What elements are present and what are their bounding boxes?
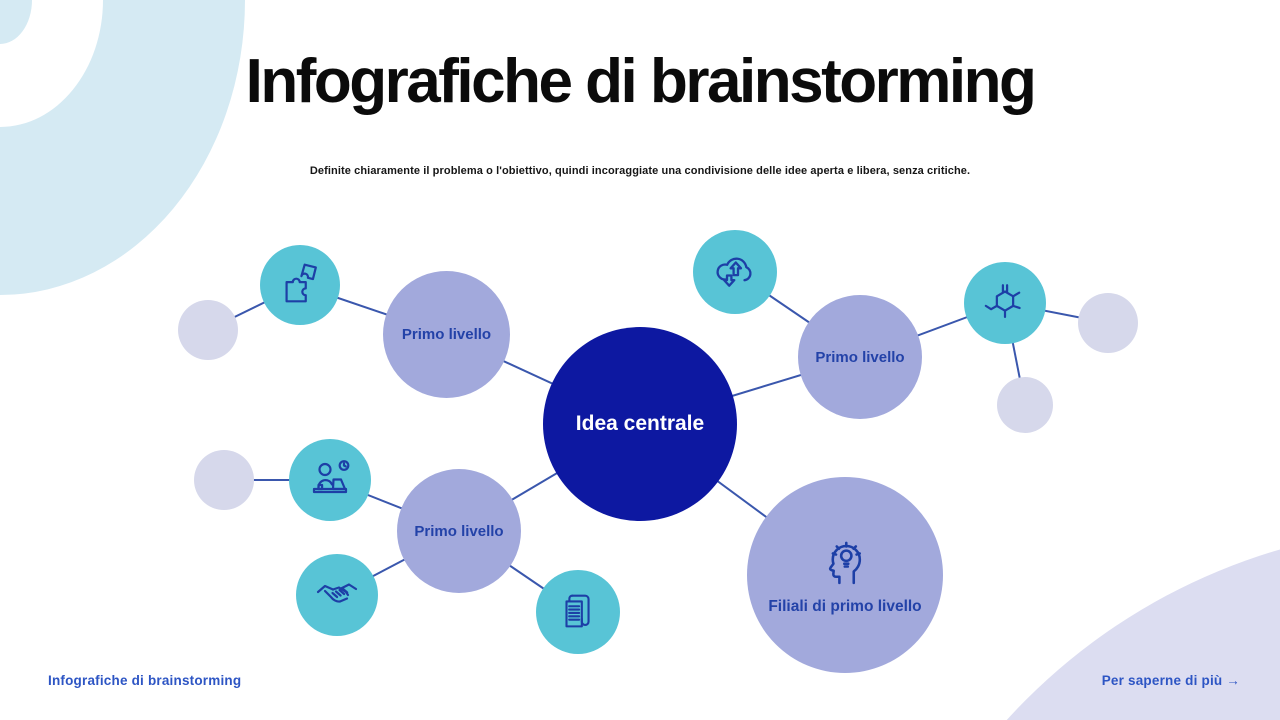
branch-node-bottom-right: Filiali di primo livello bbox=[747, 477, 943, 673]
handshake-icon bbox=[316, 583, 358, 603]
corner-dot-shape bbox=[0, 0, 32, 44]
satellite-node-4 bbox=[194, 450, 254, 510]
satellite-node-2 bbox=[1078, 293, 1138, 353]
node-label: Idea centrale bbox=[575, 412, 705, 435]
page-subtitle: Definite chiaramente il problema o l'obi… bbox=[309, 165, 971, 177]
learn-more-link[interactable]: Per saperne di più → bbox=[1101, 673, 1240, 688]
person-at-desk-node bbox=[289, 439, 371, 521]
level1-node-bottom-left: Primo livello bbox=[397, 469, 521, 593]
node-label: Primo livello bbox=[815, 348, 905, 366]
person-at-desk-icon bbox=[312, 460, 350, 494]
puzzle-icon bbox=[285, 263, 317, 303]
documents-node bbox=[536, 570, 620, 654]
node-label: Filiali di primo livello bbox=[768, 597, 922, 615]
level1-node-top-right: Primo livello bbox=[798, 295, 922, 419]
node-label: Primo livello bbox=[401, 326, 492, 343]
satellite-node-1 bbox=[178, 300, 238, 360]
documents-icon bbox=[565, 594, 590, 628]
level1-node-top-left: Primo livello bbox=[383, 271, 510, 398]
footer-title-link[interactable]: Infografiche di brainstorming bbox=[48, 673, 242, 688]
cloud-sync-node bbox=[693, 230, 777, 314]
cloud-sync-icon bbox=[716, 257, 752, 287]
head-lightbulb-icon bbox=[828, 541, 862, 584]
corner-ring-shape bbox=[0, 0, 245, 295]
node-label: Primo livello bbox=[414, 522, 504, 540]
molecule-node bbox=[964, 262, 1046, 344]
satellite-node-3 bbox=[997, 377, 1053, 433]
molecule-icon bbox=[984, 284, 1021, 318]
page-title: Infografiche di brainstorming bbox=[245, 47, 1037, 116]
puzzle-node bbox=[260, 245, 340, 325]
central-idea-node: Idea centrale bbox=[543, 327, 737, 521]
handshake-node bbox=[296, 554, 378, 636]
